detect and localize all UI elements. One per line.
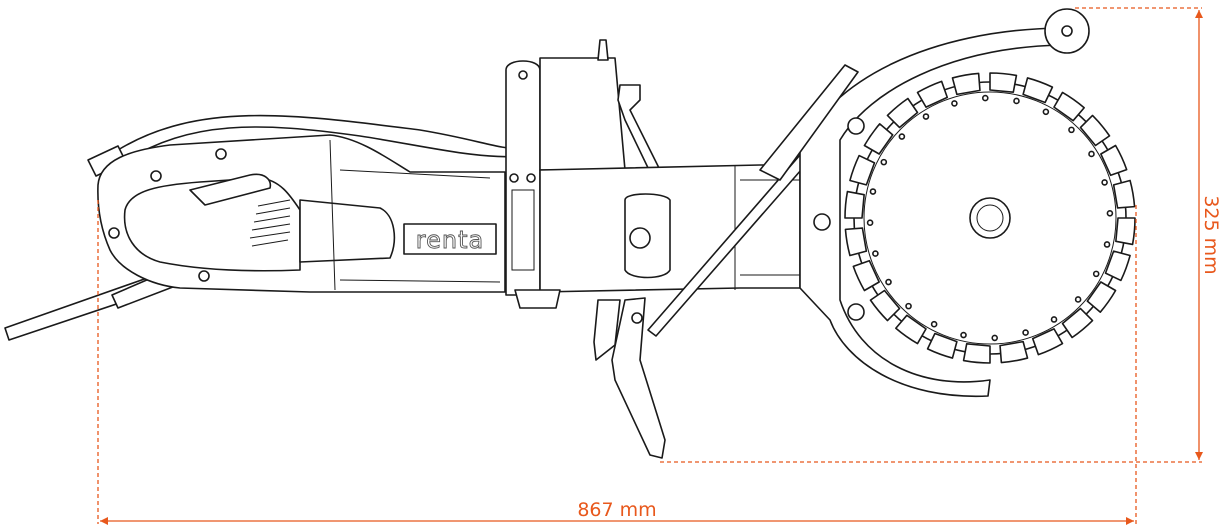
blade-cooling-hole	[898, 133, 906, 140]
screw	[108, 227, 120, 239]
blade-segment	[1115, 217, 1136, 246]
column-pivot	[518, 70, 528, 80]
blade-cooling-hole	[885, 278, 892, 286]
blade-segment	[895, 314, 927, 345]
guard-bolt	[847, 303, 865, 321]
blade-cooling-hole	[981, 94, 989, 102]
blade-cooling-hole	[905, 302, 912, 310]
blade-inner-ring	[863, 91, 1117, 345]
blade-segment	[989, 72, 1018, 93]
motor-cover	[299, 199, 396, 263]
blade-segment	[1112, 179, 1136, 209]
brand-logo: renta	[416, 226, 484, 254]
vent-slots	[249, 199, 291, 247]
blade-segment	[844, 227, 868, 257]
arm-foot	[514, 289, 561, 309]
blade-cooling-hole	[1074, 296, 1082, 303]
blade-segment	[962, 343, 991, 364]
blade-segment	[1031, 328, 1064, 356]
screw	[215, 148, 227, 160]
length-dimension-label: 867 mm	[577, 499, 656, 521]
blade-cooling-hole	[1088, 150, 1095, 158]
screw	[198, 270, 210, 282]
blade-segment	[863, 123, 894, 155]
blade-cooling-hole	[922, 113, 930, 120]
blade-cooling-hole	[1068, 126, 1075, 134]
blade-segment	[916, 80, 949, 108]
blade-cooling-hole	[1106, 209, 1114, 217]
blade-segment	[849, 154, 876, 186]
blade-cooling-hole	[1103, 241, 1111, 248]
blade-guard	[799, 27, 1061, 398]
tensioner-knob	[629, 227, 651, 249]
blade-segment	[1104, 250, 1131, 282]
blade-cooling-hole	[930, 320, 938, 328]
blade-segment	[999, 340, 1029, 364]
screw	[150, 170, 162, 182]
dimension-lines	[97, 7, 1203, 525]
brand-plate	[403, 223, 497, 255]
top-pin	[597, 39, 609, 61]
guard-arm	[759, 64, 859, 181]
blade-segment	[1022, 77, 1054, 104]
blade-segment	[1086, 281, 1117, 313]
blade-segment	[1053, 91, 1085, 122]
guard-bolt	[813, 213, 831, 231]
blade-cooling-hole	[1013, 97, 1020, 105]
blade-segment	[1079, 114, 1111, 147]
lever-pivot	[631, 312, 643, 324]
column-slot	[511, 189, 535, 271]
trigger-grip	[189, 173, 272, 206]
throttle-lever	[611, 297, 666, 459]
blade-cooling-hole	[1022, 329, 1029, 336]
blade-cooling-hole	[960, 331, 967, 339]
blade-segment	[886, 97, 919, 129]
height-dimension-label: 325 mm	[1200, 195, 1222, 274]
blade-cooling-hole	[1101, 179, 1108, 186]
blade-cooling-hole	[1092, 270, 1100, 278]
blade-cooling-hole	[880, 158, 888, 166]
guard-wheel-hub	[1061, 25, 1073, 37]
blade-segment	[844, 190, 865, 219]
housing-seam-lines	[329, 139, 501, 291]
handle-opening	[123, 177, 301, 272]
lever-bracket	[593, 299, 621, 361]
blade-segment	[852, 259, 880, 292]
blade-cooling-hole	[991, 334, 999, 342]
blade-cooling-hole	[1050, 316, 1058, 323]
blade-cooling-hole	[869, 188, 877, 195]
blade-cooling-hole	[951, 100, 958, 107]
blade-segment	[1061, 307, 1094, 339]
blade-cooling-hole	[1042, 108, 1050, 116]
water-valve	[617, 84, 661, 173]
blade-arbor	[976, 204, 1004, 232]
blade-arbor-nut	[969, 197, 1011, 239]
blade-segment	[926, 332, 958, 359]
blade-segment	[1100, 144, 1128, 177]
blade-cooling-hole	[872, 250, 879, 257]
screw	[509, 173, 519, 183]
blade-segment	[869, 289, 901, 322]
screw	[526, 173, 536, 183]
engine-block	[539, 57, 626, 171]
guard-bolt	[847, 117, 865, 135]
diamond-blade	[844, 72, 1136, 364]
blade-cooling-hole	[866, 219, 874, 227]
blade-segment	[951, 72, 981, 96]
